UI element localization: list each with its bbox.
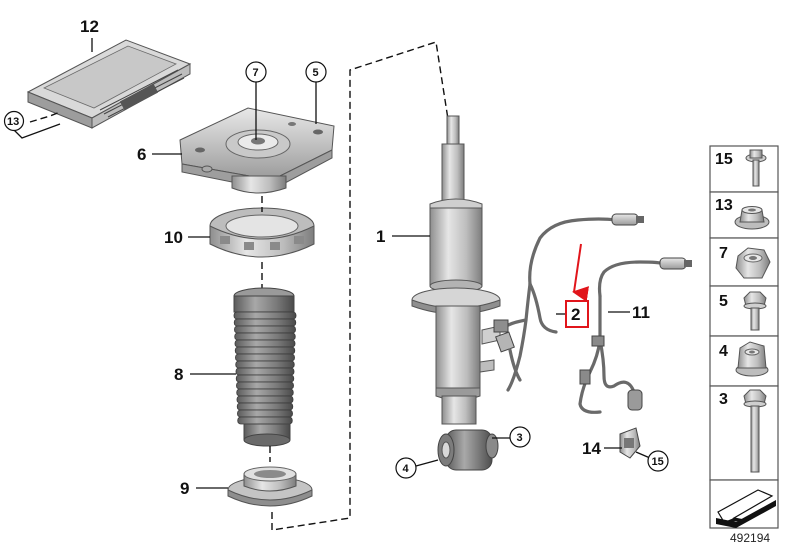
boot-ring	[234, 332, 296, 341]
reference-number: 492194	[730, 531, 770, 545]
callout-8: 8	[174, 365, 183, 384]
callout-5: 5	[313, 67, 319, 79]
boot-ring	[235, 367, 295, 376]
bolt-15-icon	[745, 149, 767, 187]
boot-ring	[235, 374, 295, 383]
callout-12: 12	[80, 17, 99, 36]
callout-circle-13	[3, 110, 25, 132]
lower-seat-part	[227, 466, 313, 507]
shock-absorber-part	[411, 115, 501, 471]
callout-circle-7	[245, 61, 267, 83]
boot-ring	[236, 402, 294, 411]
assembly-bracket	[271, 41, 451, 531]
panel-cell-5	[709, 285, 779, 337]
long-bolt-3-icon	[743, 389, 767, 473]
boot-ring	[236, 388, 294, 397]
panel-label-3: 3	[719, 391, 728, 408]
callout-7: 7	[253, 67, 259, 79]
boot-ring	[236, 395, 294, 404]
highlight-arrow	[572, 243, 590, 302]
panel-label-5: 5	[719, 293, 728, 310]
dust-boot-part	[233, 287, 297, 447]
leader-13	[13, 123, 61, 139]
callout-10: 10	[164, 228, 183, 247]
boot-ring	[234, 325, 296, 334]
panel-label-7: 7	[719, 245, 728, 262]
top-mount-part	[179, 107, 335, 194]
callout-4: 4	[403, 463, 410, 475]
boot-ring	[237, 409, 293, 418]
boot-ring	[234, 339, 296, 348]
callout-1: 1	[376, 227, 385, 246]
boot-ring	[233, 318, 297, 327]
boot-ring	[234, 346, 296, 355]
panel-label-15: 15	[715, 151, 733, 168]
boot-ring	[236, 381, 294, 390]
callout-circle-5	[305, 61, 327, 83]
leader-4	[415, 459, 439, 467]
bolt-5-icon	[743, 291, 767, 331]
panel-label-13: 13	[715, 197, 733, 214]
callout-9: 9	[180, 479, 189, 498]
hex-nut-7-icon	[735, 247, 771, 279]
panel-label-4: 4	[719, 343, 728, 360]
boot-ring	[237, 416, 293, 425]
wiring-harness-2-part	[493, 213, 644, 392]
dash-13	[29, 111, 61, 123]
callout-11: 11	[632, 303, 650, 322]
boot-ring	[235, 353, 295, 362]
callout-3: 3	[517, 432, 523, 444]
callout-circle-15	[647, 450, 669, 472]
boot-ring	[233, 311, 297, 320]
callout-15: 15	[652, 456, 664, 468]
sensor-cable-11-part	[578, 257, 692, 414]
leader-15	[635, 451, 651, 459]
control-unit-part	[26, 39, 192, 129]
panel-cell-3	[709, 385, 779, 481]
sensor-14-part	[619, 427, 641, 459]
callout-circle-4	[395, 457, 417, 479]
direction-arrow-icon	[716, 489, 776, 528]
callout-2: 2	[571, 305, 580, 324]
panel-cell-15	[709, 145, 779, 193]
bearing-ring-part	[209, 207, 315, 258]
boot-ring	[235, 360, 295, 369]
callout-13: 13	[7, 116, 19, 128]
callout-6: 6	[137, 145, 146, 164]
panel-cell-13	[709, 191, 779, 239]
flange-nut-4-icon	[735, 341, 769, 377]
callout-14: 14	[582, 439, 601, 458]
callout-circle-3	[509, 426, 531, 448]
flange-nut-13-icon	[734, 206, 770, 230]
